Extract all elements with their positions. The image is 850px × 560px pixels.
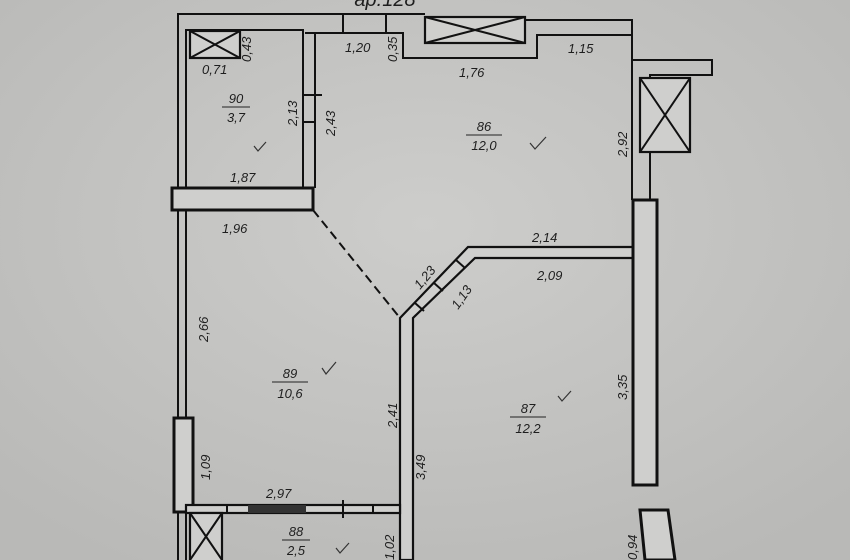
svg-text:1,15: 1,15 bbox=[568, 41, 594, 56]
svg-text:1,76: 1,76 bbox=[459, 65, 485, 80]
right-outer-wall bbox=[631, 198, 659, 487]
svg-text:0,71: 0,71 bbox=[202, 62, 227, 77]
open-partition-dashed bbox=[312, 209, 401, 319]
svg-text:89: 89 bbox=[283, 366, 297, 381]
room-87-label: 87 12,2 bbox=[510, 390, 572, 436]
svg-text:2,14: 2,14 bbox=[531, 230, 557, 245]
svg-text:1,96: 1,96 bbox=[222, 221, 248, 236]
svg-text:2,92: 2,92 bbox=[615, 131, 630, 158]
svg-text:0,43: 0,43 bbox=[239, 36, 254, 62]
svg-text:2,09: 2,09 bbox=[536, 268, 562, 283]
room-89-label: 89 10,6 bbox=[272, 361, 337, 401]
svg-text:0,94: 0,94 bbox=[625, 535, 640, 560]
room-88-label: 88 2,5 bbox=[282, 524, 350, 558]
svg-text:1,09: 1,09 bbox=[198, 455, 213, 480]
svg-text:1,87: 1,87 bbox=[230, 170, 256, 185]
left-window-wall bbox=[172, 416, 195, 514]
svg-text:1,02: 1,02 bbox=[382, 534, 397, 560]
door-89-88 bbox=[248, 505, 306, 513]
wall-90-89 bbox=[170, 186, 315, 212]
dimension-labels: 0,71 0,43 1,20 0,35 1,15 1,76 2,13 2,43 … bbox=[196, 36, 640, 560]
room-86-label: 86 12,0 bbox=[466, 119, 547, 153]
svg-text:2,41: 2,41 bbox=[385, 403, 400, 429]
svg-text:12,2: 12,2 bbox=[515, 421, 541, 436]
svg-text:3,7: 3,7 bbox=[227, 110, 246, 125]
svg-text:3,35: 3,35 bbox=[615, 374, 630, 400]
svg-text:86: 86 bbox=[477, 119, 492, 134]
right-outer-wall-lower bbox=[638, 508, 677, 560]
svg-text:2,97: 2,97 bbox=[265, 486, 292, 501]
svg-text:2,43: 2,43 bbox=[323, 110, 338, 137]
svg-text:12,0: 12,0 bbox=[471, 138, 497, 153]
svg-text:2,13: 2,13 bbox=[285, 100, 300, 127]
room-90-label: 90 3,7 bbox=[222, 91, 267, 152]
diagonal-wall bbox=[398, 245, 639, 560]
svg-text:2,66: 2,66 bbox=[196, 316, 211, 343]
svg-text:10,6: 10,6 bbox=[277, 386, 303, 401]
svg-text:88: 88 bbox=[289, 524, 304, 539]
walls bbox=[170, 13, 713, 560]
apartment-title: ap.128 bbox=[354, 0, 415, 11]
svg-text:1,20: 1,20 bbox=[345, 40, 371, 55]
svg-text:87: 87 bbox=[521, 401, 536, 416]
svg-text:90: 90 bbox=[229, 91, 244, 106]
svg-text:0,35: 0,35 bbox=[385, 36, 400, 62]
svg-text:3,49: 3,49 bbox=[413, 455, 428, 480]
svg-text:2,5: 2,5 bbox=[286, 543, 306, 558]
